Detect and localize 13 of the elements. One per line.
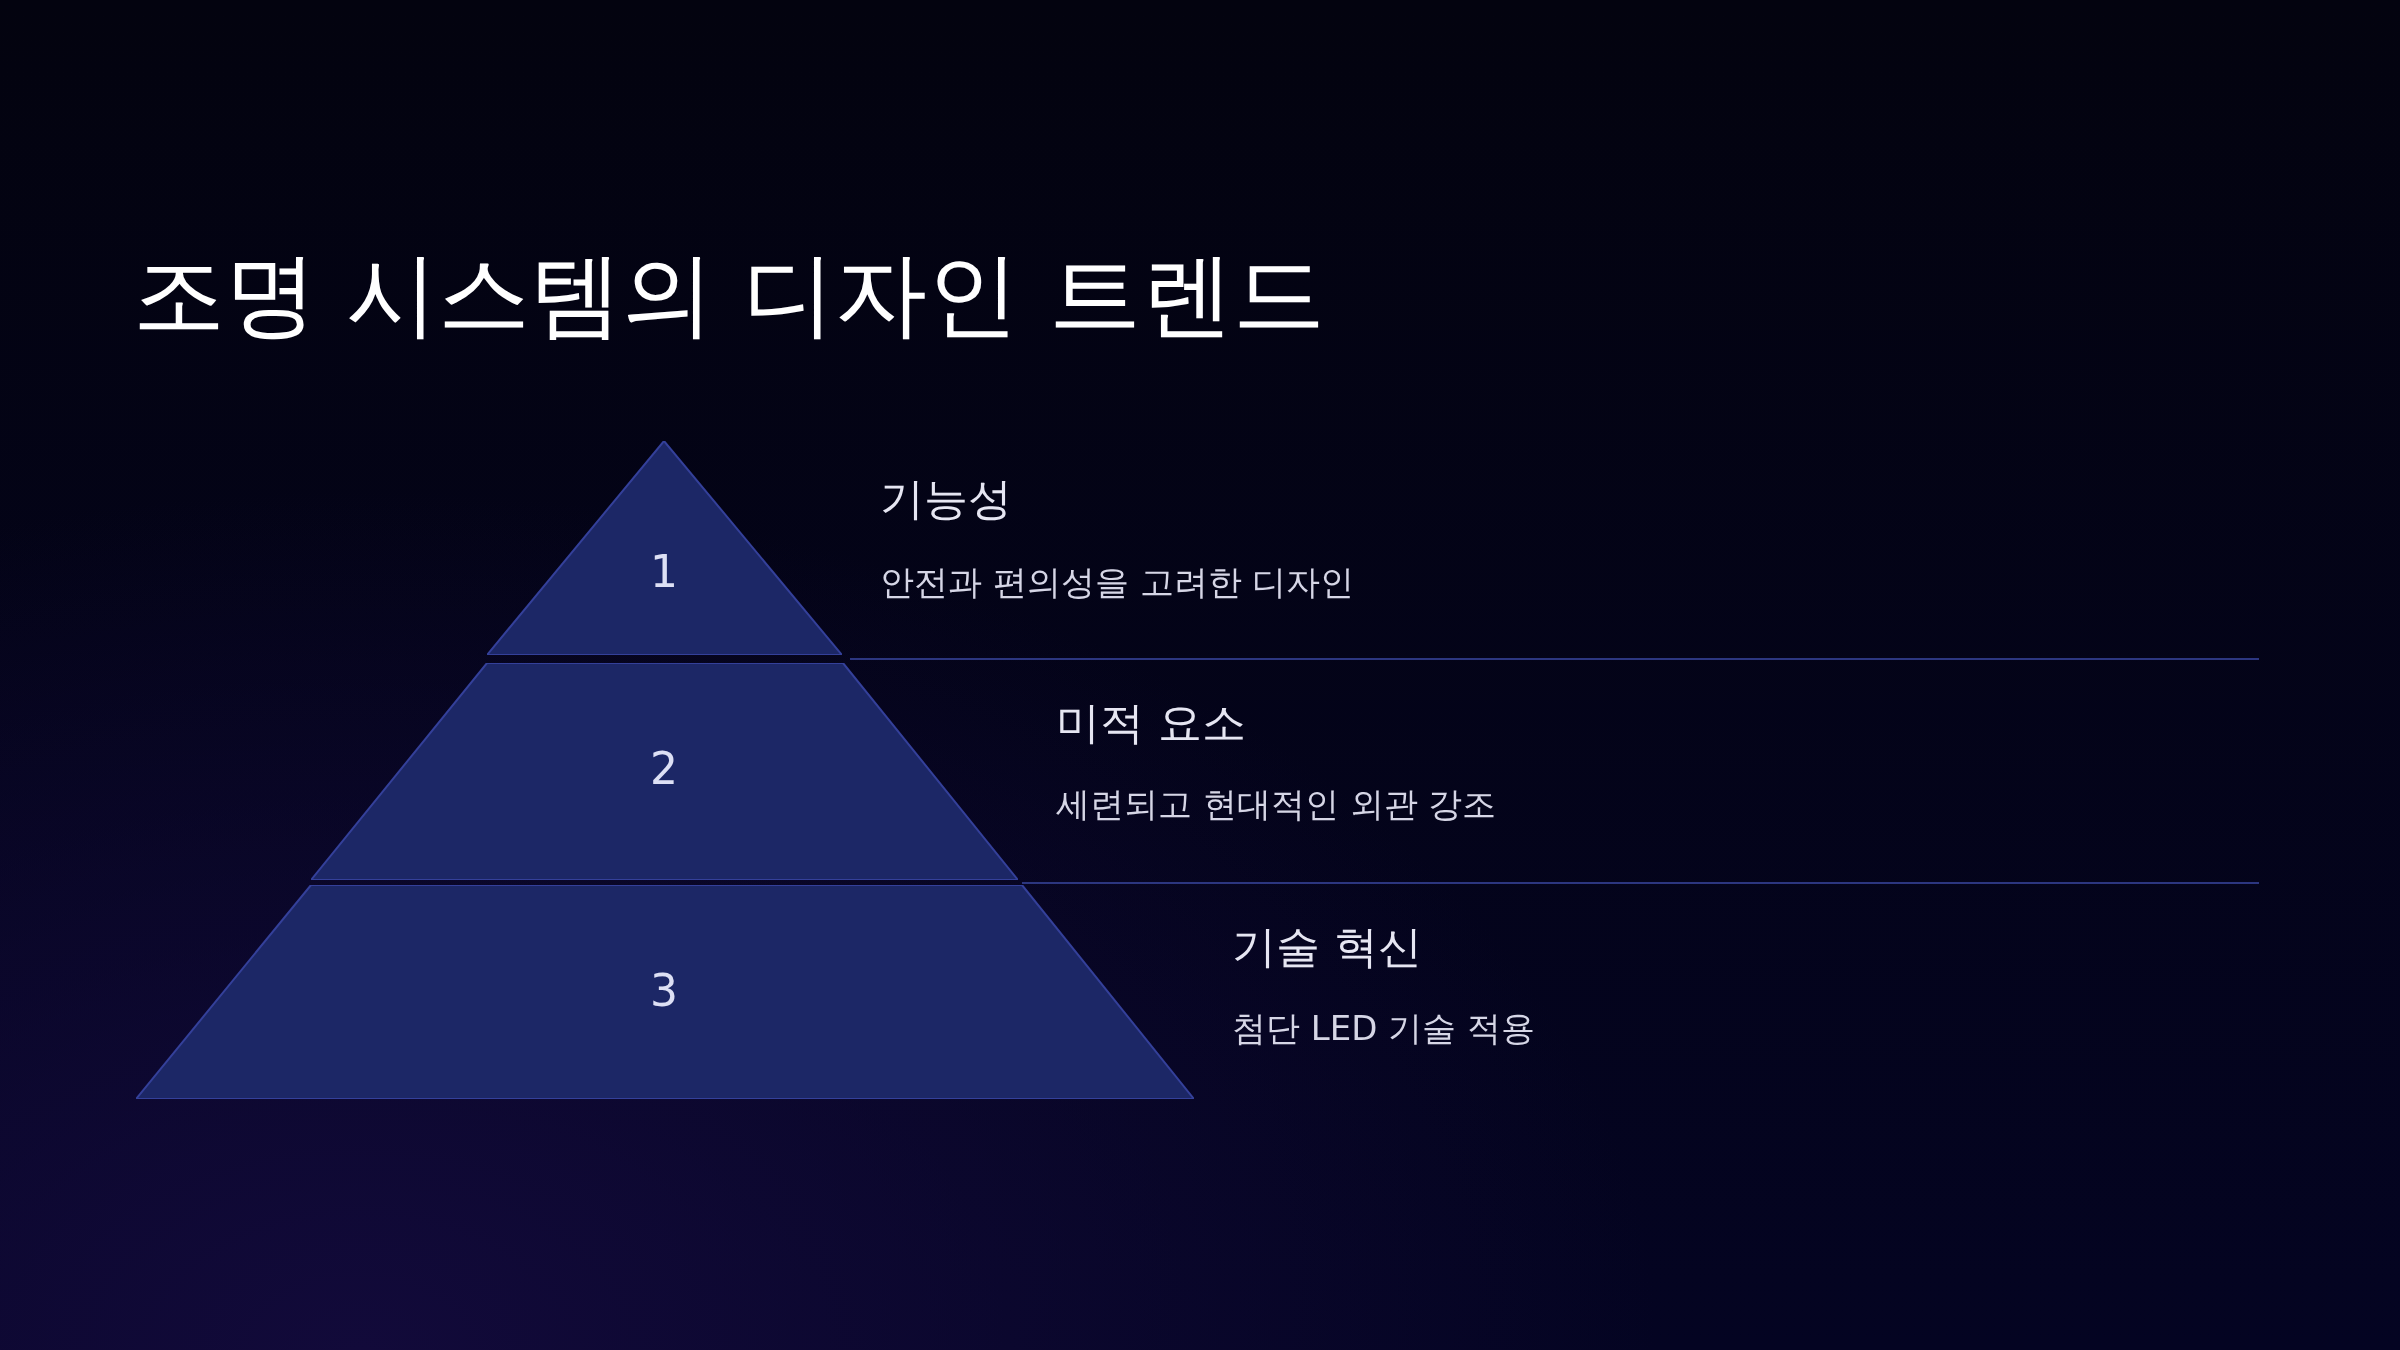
tier-heading: 기능성 bbox=[880, 472, 1012, 526]
tier-description: 안전과 편의성을 고려한 디자인 bbox=[880, 561, 1355, 604]
tier-description: 세련되고 현대적인 외관 강조 bbox=[1056, 783, 1497, 826]
tier-number: 1 bbox=[650, 545, 678, 597]
pyramid-tier bbox=[487, 441, 842, 655]
tier-description: 첨단 LED 기술 적용 bbox=[1232, 1007, 1536, 1050]
tier-number: 3 bbox=[650, 964, 678, 1016]
pyramid-tier bbox=[311, 663, 1018, 880]
tier-number: 2 bbox=[650, 742, 678, 794]
tier-heading: 기술 혁신 bbox=[1232, 920, 1422, 974]
slide-title: 조명 시스템의 디자인 트렌드 bbox=[133, 240, 1325, 350]
pyramid-tier bbox=[136, 885, 1194, 1099]
tier-heading: 미적 요소 bbox=[1056, 696, 1246, 750]
